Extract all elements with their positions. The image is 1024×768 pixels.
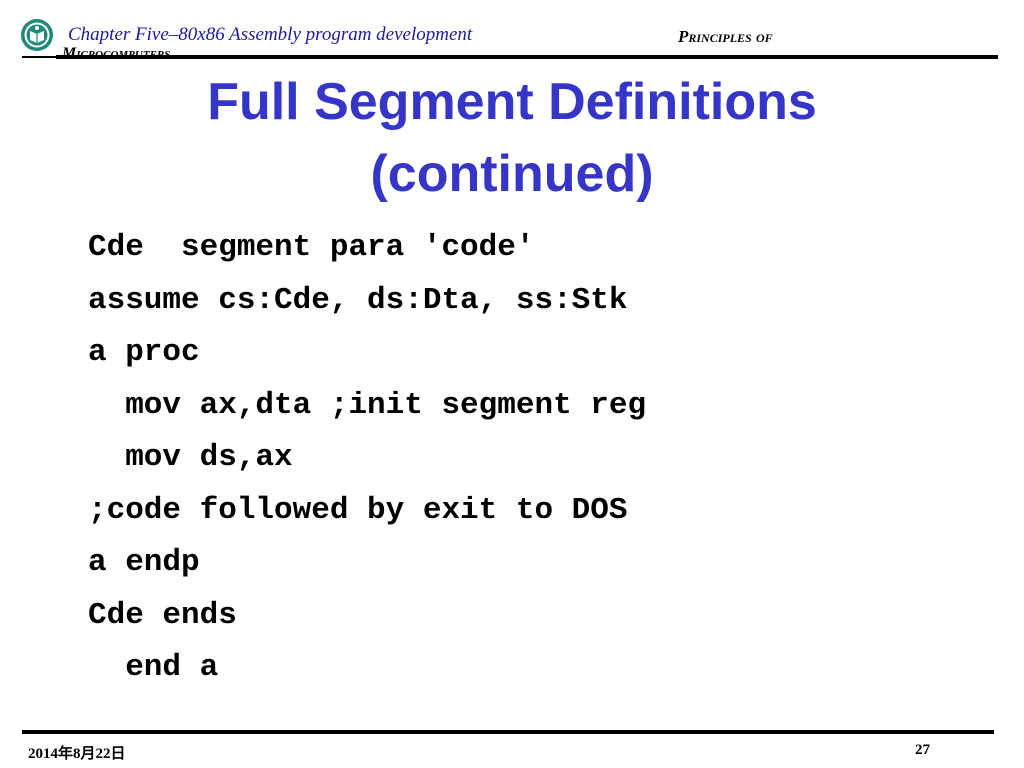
code-line: assume cs:Cde, ds:Dta, ss:Stk xyxy=(88,282,628,318)
code-block: Cde segment para 'code' assume cs:Cde, d… xyxy=(88,222,646,695)
code-line: end a xyxy=(88,650,219,685)
footer-rule xyxy=(22,730,994,734)
header-rule-left xyxy=(22,56,62,58)
slide-title-line2: (continued) xyxy=(370,145,654,203)
footer-date: 2014年8月22日 xyxy=(28,746,126,762)
chapter-title: Chapter Five–80x86 Assembly program deve… xyxy=(68,24,473,45)
code-line: mov ds,ax xyxy=(88,440,293,475)
code-line: a endp xyxy=(88,545,200,580)
code-line: Cde ends xyxy=(88,597,237,633)
code-line: Cde segment para 'code' xyxy=(88,230,535,265)
code-line: mov ax,dta ;init segment reg xyxy=(88,387,647,423)
course-name-line2: Microcomputers xyxy=(62,45,171,62)
code-line: a proc xyxy=(88,335,200,370)
header-rule xyxy=(56,55,998,59)
code-line: ;code followed by exit to DOS xyxy=(88,492,628,528)
slide-title: Full Segment Definitions (continued) xyxy=(0,66,1024,210)
course-name-line1: Principles of xyxy=(678,27,773,46)
page-number: 27 xyxy=(915,742,930,758)
university-seal-icon xyxy=(21,19,53,51)
slide-title-line1: Full Segment Definitions xyxy=(207,73,817,131)
